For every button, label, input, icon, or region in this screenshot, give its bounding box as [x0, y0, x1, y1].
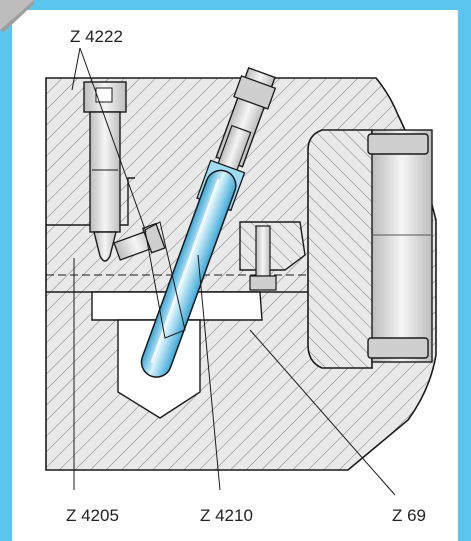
label-z4210: Z 4210: [200, 506, 253, 525]
label-z4222: Z 4222: [70, 27, 123, 46]
angled-rod-assembly: [140, 66, 277, 378]
guide-cylinder: [371, 129, 433, 363]
angled-screw: [113, 222, 166, 261]
label-z69: Z 69: [392, 506, 426, 525]
leader-lines: [71, 47, 396, 496]
cap-screw: [83, 81, 127, 262]
cylinder-bottom-flange: [367, 337, 429, 359]
upper-plate-edge: [46, 177, 135, 226]
page-corner-fold: [0, 0, 34, 32]
label-z4205: Z 4205: [66, 506, 119, 525]
cylinder-top-flange: [367, 133, 429, 155]
small-screw: [249, 225, 277, 291]
insert-block: [239, 221, 306, 271]
